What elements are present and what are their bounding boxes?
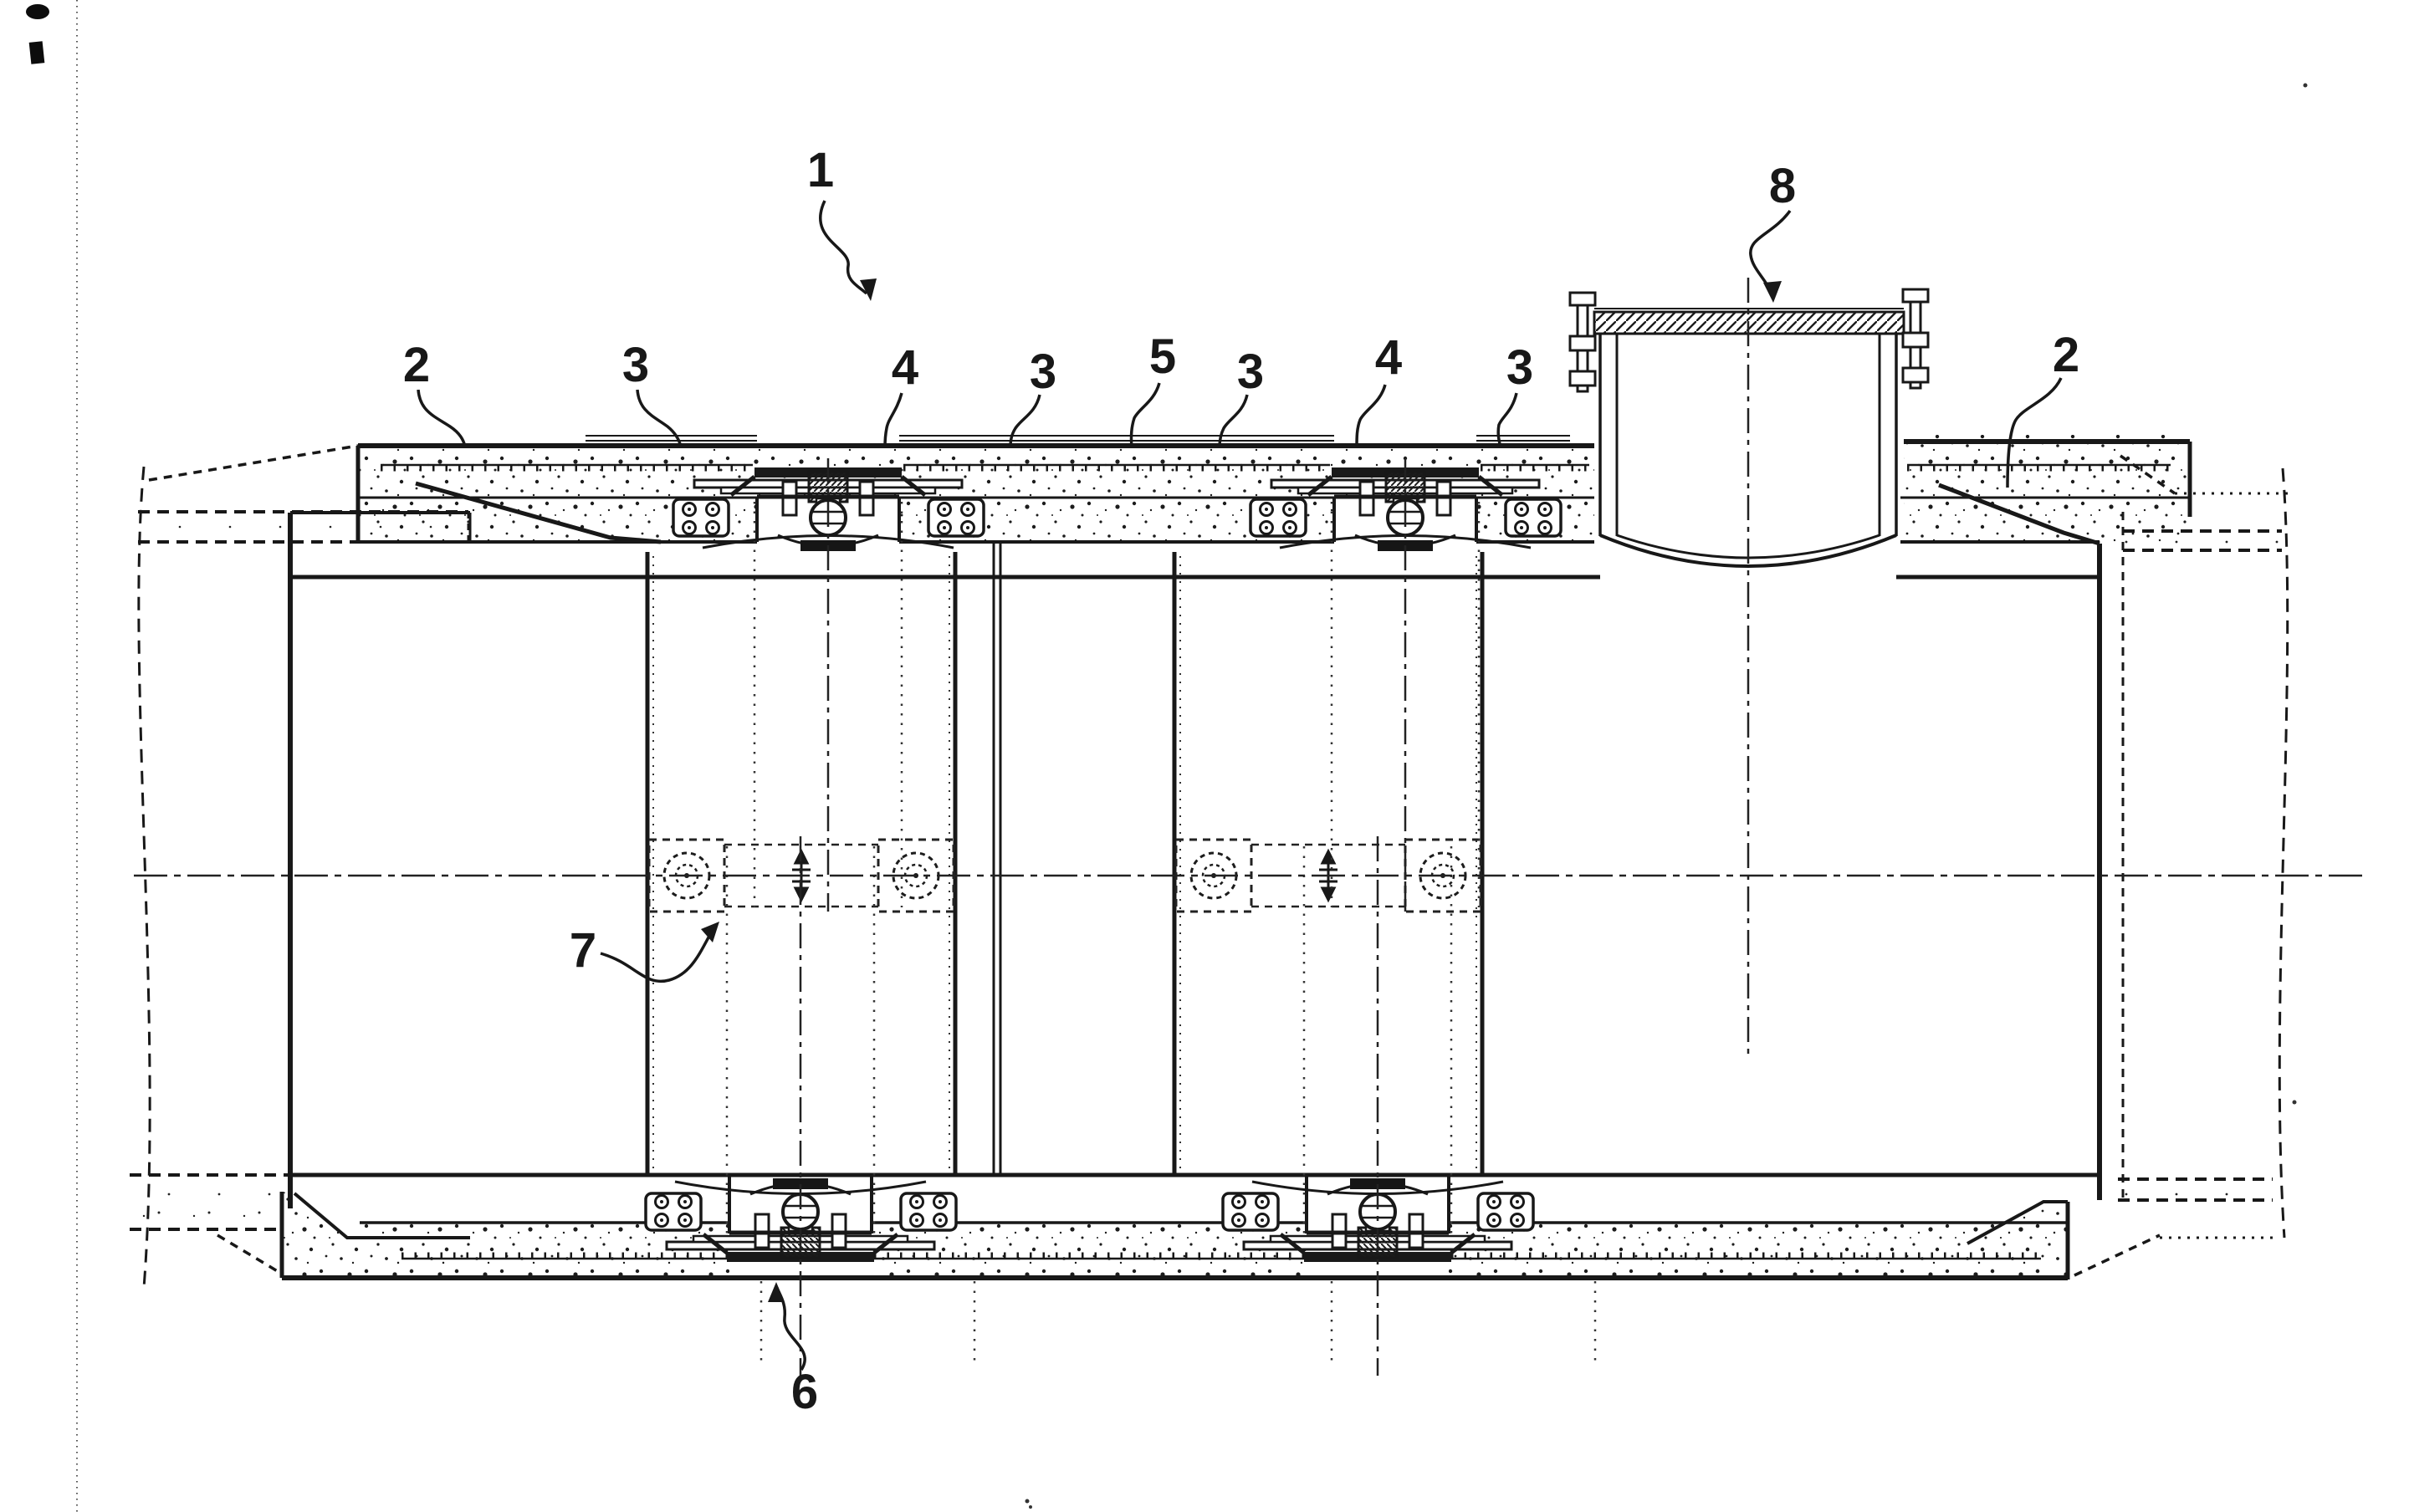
leader-3-c <box>1218 394 1249 448</box>
arrowhead-6 <box>768 1282 785 1302</box>
ref-numeral-3-c: 3 <box>1236 345 1265 399</box>
ref-numeral-7: 7 <box>569 923 597 978</box>
existing-pipe-right <box>2074 454 2290 1277</box>
arrowhead-1 <box>860 278 877 301</box>
leader-3-b <box>1009 394 1041 448</box>
leader-lines <box>417 200 2063 1371</box>
leader-4-a <box>883 392 903 448</box>
ref-numeral-1: 1 <box>806 143 835 197</box>
right-collar-slope <box>1938 483 2100 546</box>
left-collar-slope <box>415 481 662 544</box>
leader-arrowheads <box>701 278 1782 1302</box>
ref-numeral-4-a: 4 <box>891 340 919 395</box>
right-bottom-collar <box>1967 1202 2068 1280</box>
rebar-lines <box>381 463 2171 1260</box>
liner-cavity <box>295 581 2097 1172</box>
ref-numeral-6: 6 <box>790 1365 819 1419</box>
leader-7 <box>600 929 714 983</box>
dished-bottom <box>1599 534 1897 568</box>
arrowhead-7 <box>701 922 719 942</box>
leader-1 <box>818 200 868 295</box>
ref-numeral-3-d: 3 <box>1506 340 1534 395</box>
leader-8 <box>1749 209 1792 295</box>
left-bottom-collar <box>282 1192 468 1278</box>
arrowhead-8 <box>1763 281 1782 303</box>
cover-bolt-left <box>1568 291 1597 393</box>
existing-pipe-left <box>130 444 470 1289</box>
centerlines <box>134 278 2367 1376</box>
leader-3-d <box>1496 392 1518 448</box>
break-line-right <box>2278 467 2289 1239</box>
ref-numeral-3-a: 3 <box>621 338 650 392</box>
page-edge-artifacts <box>26 0 2308 1512</box>
leader-4-b <box>1355 384 1387 448</box>
ref-numeral-3-b: 3 <box>1029 345 1057 399</box>
ref-numeral-2-right: 2 <box>2052 328 2080 382</box>
bolt-lines <box>725 502 1597 1361</box>
bottom-concrete-band <box>282 1192 2068 1280</box>
leader-2-left <box>417 389 467 447</box>
ref-numeral-8: 8 <box>1768 159 1797 213</box>
leader-2-right <box>2006 377 2063 488</box>
right-bottom-collar-slope <box>1967 1200 2068 1245</box>
ref-numeral-4-b: 4 <box>1374 330 1403 385</box>
ref-numeral-5: 5 <box>1148 329 1177 384</box>
leader-5 <box>1129 382 1161 448</box>
break-line-left <box>137 466 151 1289</box>
left-bottom-collar-slope <box>293 1192 470 1239</box>
cover-bolt-right <box>1901 288 1930 390</box>
ref-numeral-2-left: 2 <box>402 338 431 392</box>
leader-3-a <box>636 389 683 447</box>
